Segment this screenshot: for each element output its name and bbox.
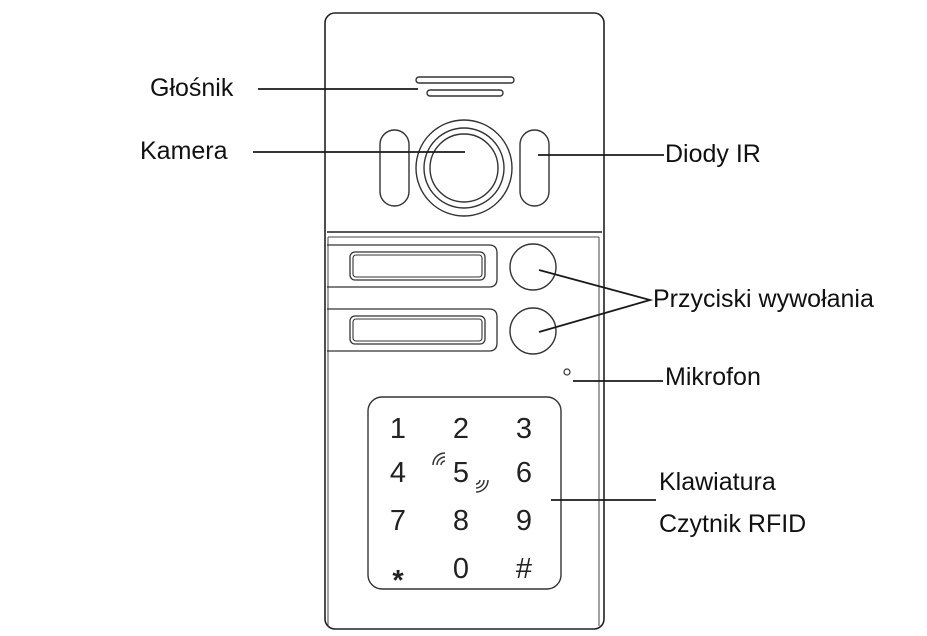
microphone-hole xyxy=(563,368,571,376)
key-1[interactable]: 1 xyxy=(390,413,406,445)
panel-outline xyxy=(324,12,605,630)
speaker-slot-top xyxy=(415,76,515,84)
camera-lens xyxy=(415,119,513,217)
key-7[interactable]: 7 xyxy=(390,505,406,537)
key-6[interactable]: 6 xyxy=(516,457,532,489)
key-3[interactable]: 3 xyxy=(516,413,532,445)
label-speaker: Głośnik xyxy=(150,74,234,102)
label-call-buttons: Przyciski wywołania xyxy=(653,285,874,313)
key-9[interactable]: 9 xyxy=(516,505,532,537)
keypad-outline xyxy=(367,396,562,590)
label-microphone: Mikrofon xyxy=(665,363,761,391)
speaker-slot-bottom xyxy=(426,89,504,97)
ir-led-left xyxy=(379,129,410,207)
keypad-keys: 1 2 3 4 5 6 7 8 9 * 0 # xyxy=(390,413,532,597)
key-2[interactable]: 2 xyxy=(453,413,469,445)
label-camera: Kamera xyxy=(140,137,228,165)
ir-led-right xyxy=(519,129,550,207)
label-rfid: Czytnik RFID xyxy=(659,510,807,538)
key-star[interactable]: * xyxy=(392,565,404,597)
call-button-2[interactable] xyxy=(509,307,557,355)
call-button-1[interactable] xyxy=(509,243,557,291)
key-5[interactable]: 5 xyxy=(453,457,469,489)
lower-section-inner-edge xyxy=(327,236,600,626)
key-hash[interactable]: # xyxy=(516,553,532,585)
key-0[interactable]: 0 xyxy=(453,553,469,585)
leader-call-buttons xyxy=(538,269,654,333)
label-ir-leds: Diody IR xyxy=(665,140,761,168)
name-plate-2[interactable] xyxy=(327,308,498,352)
label-keypad: Klawiatura xyxy=(659,468,776,496)
key-8[interactable]: 8 xyxy=(453,505,469,537)
rfid-wave-icon-right xyxy=(475,479,489,493)
rfid-wave-icon-left xyxy=(432,452,446,466)
key-4[interactable]: 4 xyxy=(390,457,406,489)
name-plate-1[interactable] xyxy=(327,244,498,288)
